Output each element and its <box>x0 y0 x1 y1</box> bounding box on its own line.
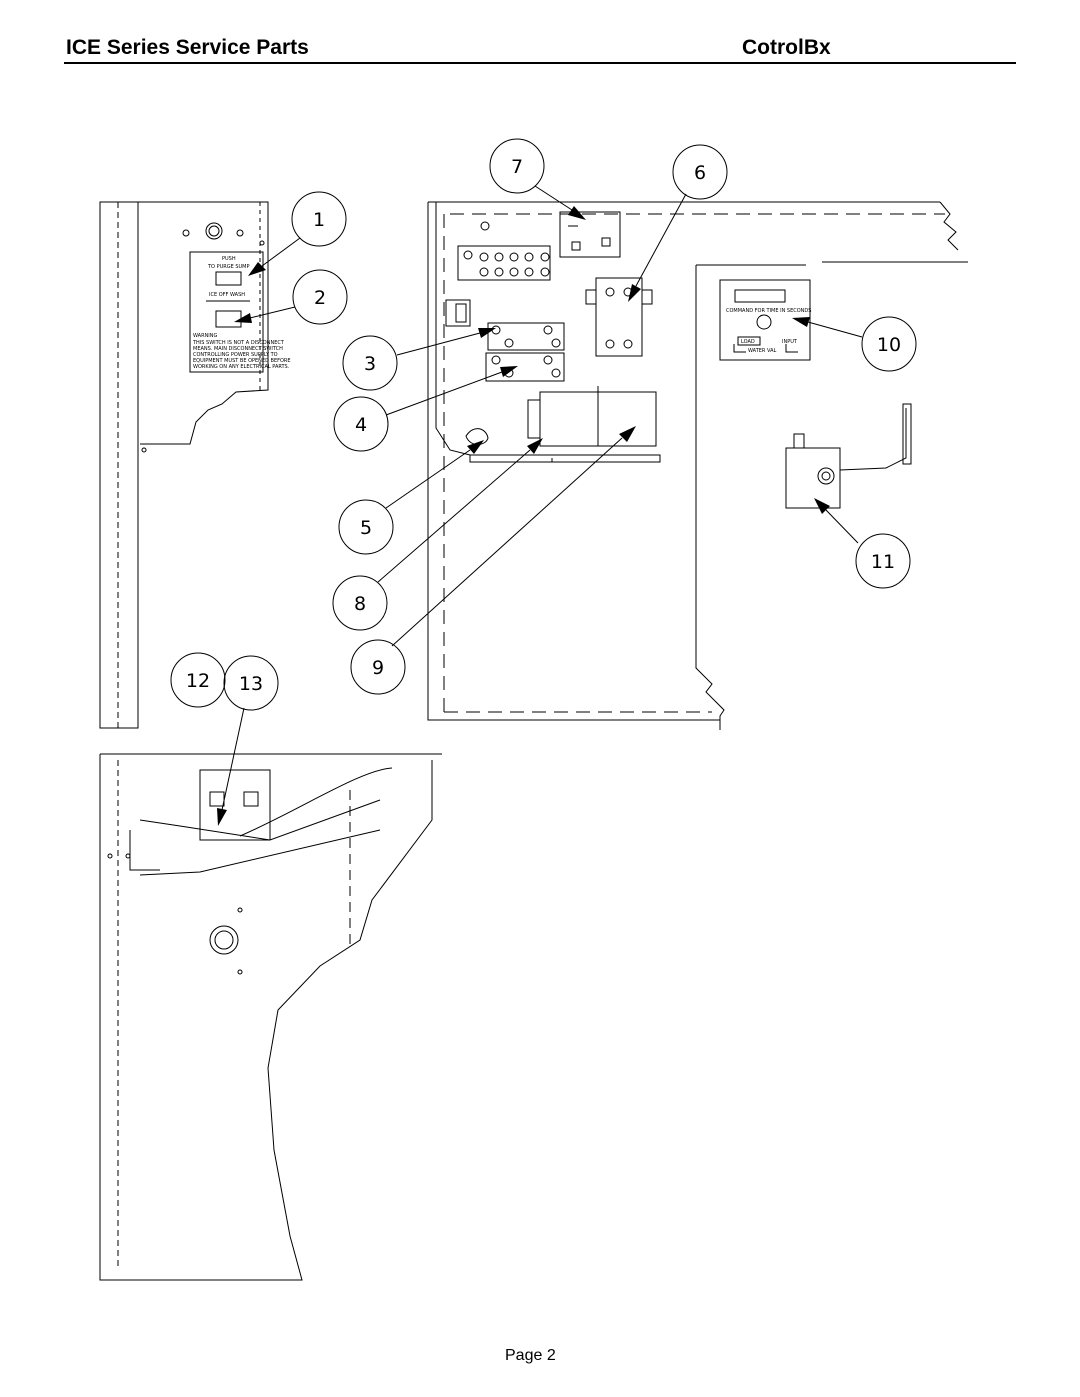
warning-line-2: THIS SWITCH IS NOT A DISCONNECT <box>192 340 285 346</box>
callout-circle-5 <box>338 499 394 555</box>
contactor-part-6 <box>595 277 643 357</box>
purge-label-1: PUSH <box>222 256 236 262</box>
purge-label-2: TO PURGE SUMP <box>207 264 250 270</box>
callout-circle-9 <box>350 639 406 695</box>
terminal-strip <box>457 245 551 281</box>
callout-circle-1 <box>291 191 347 247</box>
callout-label-3: 3 <box>364 353 376 375</box>
callout-label-8: 8 <box>354 593 366 615</box>
switch-label-plate <box>189 251 264 373</box>
callout-circle-3 <box>342 335 398 391</box>
callout-circle-6 <box>672 144 728 200</box>
callout-label-2: 2 <box>314 287 326 309</box>
callout-label-1: 1 <box>313 209 325 231</box>
board-text: COMMAND FOR TIME IN SECONDS LOAD INPUT W… <box>726 308 811 354</box>
callout-circle-4 <box>333 396 389 452</box>
callout-circle-12 <box>170 652 226 708</box>
leader-lines <box>217 185 863 826</box>
warning-line-6: WORKING ON ANY ELECTRICAL PARTS. <box>193 364 290 370</box>
relay-part-7 <box>559 211 621 258</box>
callout-circle-2 <box>292 269 348 325</box>
callouts <box>170 138 917 711</box>
callout-circle-10 <box>861 316 917 372</box>
callout-circle-8 <box>332 575 388 631</box>
timer-board-part-10 <box>719 279 811 361</box>
callout-circle-11 <box>855 533 911 589</box>
callout-labels: 1 2 3 4 5 6 7 8 9 10 11 12 13 <box>186 156 901 695</box>
warning-line-5: EQUIPMENT MUST BE OPENED BEFORE <box>193 358 291 364</box>
board-water: WATER VAL <box>748 348 777 354</box>
terminal-block-part-3 <box>487 322 565 351</box>
callout-label-5: 5 <box>360 517 372 539</box>
board-line-1: COMMAND FOR TIME IN SECONDS <box>726 308 811 314</box>
right-panel <box>695 261 968 730</box>
warning-line-3: MEANS. MAIN DISCONNECT SWITCH <box>193 346 283 352</box>
door-panel <box>99 201 269 729</box>
callout-label-7: 7 <box>511 156 523 178</box>
cord-clamp-part-5 <box>465 428 489 445</box>
warning-line-1: WARNING <box>193 333 218 339</box>
board-input: INPUT <box>782 339 798 345</box>
callout-circle-13 <box>223 655 279 711</box>
lower-panel <box>99 753 442 1281</box>
mode-labels: ICE OFF WASH <box>209 292 245 298</box>
document-title: ICE Series Service Parts <box>66 36 309 59</box>
callout-label-4: 4 <box>355 414 367 436</box>
callout-circle-7 <box>489 138 545 194</box>
control-box-housing <box>427 201 959 721</box>
purge-button <box>215 271 242 286</box>
switch-plate-text: PUSH TO PURGE SUMP ICE OFF WASH WARNING … <box>192 256 291 370</box>
mode-switch <box>215 310 242 328</box>
board-load: LOAD <box>741 339 755 345</box>
probe-control-part-11 <box>785 447 841 509</box>
header-rule <box>64 62 1016 64</box>
warning-line-4: CONTROLLING POWER SUPPLY TO <box>193 352 278 358</box>
callout-label-11: 11 <box>871 551 895 573</box>
callout-label-6: 6 <box>694 162 706 184</box>
callout-label-10: 10 <box>877 334 901 356</box>
callout-label-13: 13 <box>239 673 263 695</box>
callout-label-9: 9 <box>372 657 384 679</box>
page-number: Page 2 <box>505 1347 556 1364</box>
section-title: CotrolBx <box>742 36 831 59</box>
callout-label-12: 12 <box>186 670 210 692</box>
